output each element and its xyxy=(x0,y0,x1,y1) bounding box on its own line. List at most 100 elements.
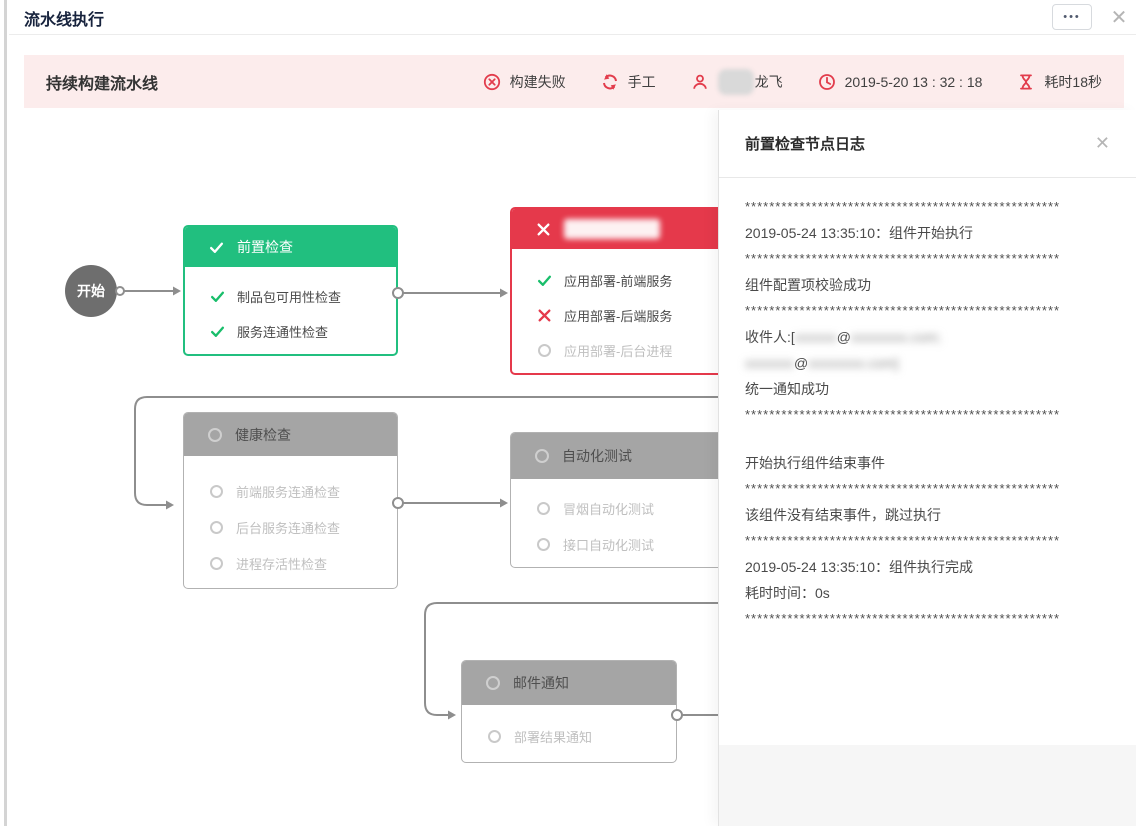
executor-name: 龙飞 xyxy=(754,73,783,90)
pending-circle-icon xyxy=(209,556,224,570)
log-panel-header: 前置检查节点日志 ✕ xyxy=(719,110,1136,178)
more-button[interactable]: ••• xyxy=(1052,4,1092,30)
log-line: 耗时时间：0s xyxy=(745,585,830,601)
log-separator: ****************************************… xyxy=(745,303,1061,318)
node-step: 服务连通性检查 xyxy=(185,314,396,349)
pending-circle-icon xyxy=(209,484,224,498)
error-circle-icon xyxy=(483,73,501,91)
node-step: 应用部署-后台进程 xyxy=(512,333,734,368)
log-blank-line xyxy=(745,428,1110,450)
log-line-recipients: 收件人:[xxxxxx@xxxxxxxx.com; xyxy=(745,324,1110,350)
step-label: 应用部署-后端服务 xyxy=(564,309,673,324)
log-panel-footer xyxy=(719,745,1136,826)
cross-icon xyxy=(536,222,551,237)
pending-circle-icon xyxy=(208,427,222,442)
log-line-recipients: xxxxxxx@xxxxxxxx.com] xyxy=(745,350,1110,376)
pending-circle-icon xyxy=(537,344,552,357)
step-label: 应用部署-前端服务 xyxy=(564,274,673,289)
log-separator: ****************************************… xyxy=(745,407,1061,422)
node-deploy[interactable]: 应用部署-前端服务 应用部署-后端服务 应用部署-后台进程 xyxy=(510,207,736,375)
pending-circle-icon xyxy=(486,676,500,690)
pending-circle-icon xyxy=(209,520,224,534)
pipeline-name: 持续构建流水线 xyxy=(46,75,159,93)
log-panel: 前置检查节点日志 ✕ *****************************… xyxy=(718,110,1136,826)
start-output-dot xyxy=(115,286,125,296)
node-autotest[interactable]: 自动化测试 冒烟自动化测试 接口自动化测试 xyxy=(510,432,736,568)
pending-circle-icon xyxy=(536,501,551,515)
log-separator: ****************************************… xyxy=(745,251,1061,266)
step-label: 冒烟自动化测试 xyxy=(563,501,655,517)
start-time-label: 2019-5-20 13 : 32 : 18 xyxy=(844,73,983,90)
start-time: 2019-5-20 13 : 32 : 18 xyxy=(818,73,983,91)
build-status: 构建失败 xyxy=(483,72,566,92)
executor-name-mask xyxy=(717,68,754,95)
build-status-label: 构建失败 xyxy=(509,73,566,90)
node-step: 部署结果通知 xyxy=(462,718,676,754)
log-separator: ****************************************… xyxy=(745,199,1061,214)
log-content[interactable]: ****************************************… xyxy=(719,178,1136,632)
node-precheck[interactable]: 前置检查 制品包可用性检查 服务连通性检查 xyxy=(183,225,398,356)
log-line: 开始执行组件结束事件 xyxy=(745,455,885,471)
step-label: 接口自动化测试 xyxy=(563,537,655,553)
pending-circle-icon xyxy=(536,537,551,551)
step-label: 进程存活性检查 xyxy=(236,556,328,572)
node-step: 冒烟自动化测试 xyxy=(511,490,735,526)
clock-icon xyxy=(818,73,836,91)
masked-email-domain: xxxxxxxx.com] xyxy=(808,355,899,371)
pending-circle-icon xyxy=(487,729,502,743)
log-line: 该组件没有结束事件，跳过执行 xyxy=(745,507,941,523)
at-sign: @ xyxy=(836,329,851,345)
node-step: 接口自动化测试 xyxy=(511,526,735,562)
trigger-mode: 手工 xyxy=(601,72,656,92)
log-separator: ****************************************… xyxy=(745,481,1061,496)
hourglass-icon xyxy=(1017,73,1035,91)
node-title: 健康检查 xyxy=(235,426,291,443)
node-step: 应用部署-后端服务 xyxy=(512,298,734,333)
log-line: 组件配置项校验成功 xyxy=(745,277,871,293)
step-label: 部署结果通知 xyxy=(514,729,593,745)
node-step: 应用部署-前端服务 xyxy=(512,263,734,298)
node-title: 前置检查 xyxy=(237,239,293,255)
node-mail[interactable]: 邮件通知 部署结果通知 xyxy=(461,660,677,763)
node-step: 后台服务连通检查 xyxy=(184,509,397,545)
check-icon xyxy=(210,324,225,339)
step-label: 后台服务连通检查 xyxy=(236,520,341,536)
check-icon xyxy=(209,240,224,255)
step-label: 服务连通性检查 xyxy=(237,325,329,340)
log-line: 2019-05-24 13:35:10：组件执行完成 xyxy=(745,559,973,575)
start-node[interactable]: 开始 xyxy=(65,265,117,317)
node-title: 自动化测试 xyxy=(562,448,632,464)
node-step: 制品包可用性检查 xyxy=(185,279,396,314)
executor: 龙飞 xyxy=(691,68,783,95)
masked-email-user: xxxxxx xyxy=(794,329,837,345)
page-left-edge xyxy=(0,0,9,826)
pipeline-status-bar: 持续构建流水线 构建失败 手工 龙飞 2019-5-20 13 : 32 : 1… xyxy=(24,55,1124,108)
cross-icon xyxy=(537,308,552,323)
duration-label: 耗时18秒 xyxy=(1044,73,1102,90)
step-label: 制品包可用性检查 xyxy=(237,290,342,305)
node-mail-header: 邮件通知 xyxy=(462,661,676,705)
recipient-prefix: 收件人:[ xyxy=(745,329,795,345)
refresh-icon xyxy=(601,73,619,91)
at-sign: @ xyxy=(794,355,809,371)
node-health-header: 健康检查 xyxy=(184,413,397,456)
log-panel-close-icon[interactable]: ✕ xyxy=(1094,133,1110,153)
masked-email-user: xxxxxxx xyxy=(745,355,794,371)
masked-email-domain: xxxxxxxx.com; xyxy=(851,329,942,345)
node-precheck-header: 前置检查 xyxy=(185,227,396,267)
trigger-label: 手工 xyxy=(627,73,656,90)
node-step: 进程存活性检查 xyxy=(184,545,397,581)
window-close-icon[interactable]: ✕ xyxy=(1110,6,1128,29)
node-health[interactable]: 健康检查 前端服务连通检查 后台服务连通检查 进程存活性检查 xyxy=(183,412,398,589)
node-deploy-header xyxy=(512,209,734,249)
person-icon xyxy=(691,73,709,91)
step-label: 前端服务连通检查 xyxy=(236,484,341,500)
check-icon xyxy=(537,273,552,288)
log-separator: ****************************************… xyxy=(745,611,1061,626)
check-icon xyxy=(210,289,225,304)
duration: 耗时18秒 xyxy=(1017,72,1102,92)
log-line: 统一通知成功 xyxy=(745,381,829,397)
log-separator: ****************************************… xyxy=(745,533,1061,548)
log-panel-title: 前置检查节点日志 xyxy=(745,136,866,153)
node-autotest-header: 自动化测试 xyxy=(511,433,735,479)
